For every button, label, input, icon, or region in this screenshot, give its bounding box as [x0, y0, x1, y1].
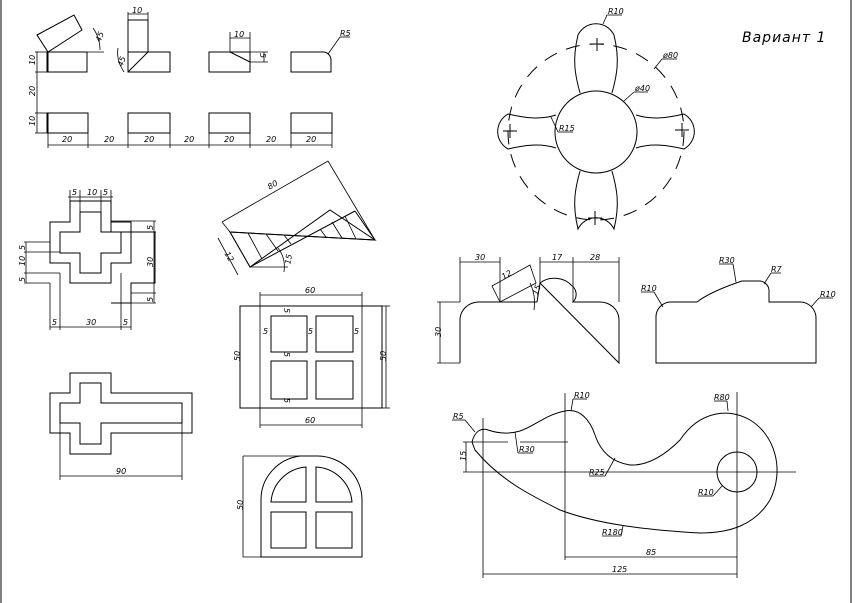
- dim-cross-long-width: 90: [116, 467, 126, 476]
- dim-arch-height: 50: [236, 500, 245, 510]
- dim-profile-b-r30: R30: [719, 256, 735, 265]
- dim-gap-1: 5: [282, 308, 291, 313]
- dim-cross-bottom-3: 5: [123, 318, 128, 327]
- dim-hook-r180: R180: [602, 528, 623, 537]
- dim-hook-r80: R80: [714, 393, 730, 402]
- dim-window-left: 50: [233, 351, 242, 361]
- dim-bottom-6: 20: [266, 135, 276, 144]
- dim-hook-85: 85: [646, 548, 656, 557]
- dim-window-right: 50: [379, 351, 388, 361]
- dim-left-2: 20: [28, 86, 37, 96]
- dim-gap-5: 5: [282, 352, 291, 357]
- dim-hook-r5: R5: [453, 412, 464, 421]
- dim-bottom-2: 20: [104, 135, 114, 144]
- dim-bottom-7: 20: [306, 135, 316, 144]
- dim-gap-2: 5: [263, 327, 268, 336]
- dim-bottom-5: 20: [224, 135, 234, 144]
- dim-circle-d40: ø40: [634, 84, 650, 93]
- dim-cross-top-3: 5: [103, 188, 108, 197]
- arched-window-part: 50: [236, 455, 363, 558]
- dim-bottom-3: 20: [144, 135, 154, 144]
- dim-profile-a-w1: 30: [475, 253, 485, 262]
- dim-hook-r10-top: R10: [574, 391, 590, 400]
- dim-profile-b-r7: R7: [771, 265, 783, 274]
- hook-part: 15 85 125 R5 R10 R30 R25 R80 R10 R180: [452, 391, 796, 578]
- dim-angle-2: 45: [116, 55, 128, 68]
- dim-notch: 10: [132, 6, 142, 15]
- dim-cross-bottom-2: 30: [86, 318, 96, 327]
- dim-hook-r10-hole: R10: [698, 488, 714, 497]
- dim-gap-6: 5: [282, 398, 291, 403]
- dim-cross-bottom-1: 5: [52, 318, 57, 327]
- dim-cross-left-2: 10: [18, 256, 27, 266]
- dim-circle-r10: R10: [608, 7, 624, 16]
- dim-cross-right-2: 30: [146, 257, 155, 267]
- dim-hook-r25: R25: [589, 468, 605, 477]
- dim-chamfer-h: 5: [258, 53, 267, 58]
- wedge-part: 80 12 15: [217, 160, 377, 276]
- dim-radius-r5: R5: [340, 29, 351, 38]
- dim-hook-125: 125: [612, 565, 627, 574]
- dim-profile-a-tilt: 12: [500, 269, 513, 282]
- circle-part: R10 ø80 ø40 R15: [497, 7, 695, 231]
- dim-gap-4: 5: [354, 327, 359, 336]
- dim-hook-r30: R30: [519, 445, 535, 454]
- dim-profile-b-r-left: R10: [641, 284, 657, 293]
- dim-profile-a-angle: 15: [531, 283, 543, 296]
- dim-cross-left-1: 5: [18, 245, 27, 250]
- dim-window-top: 60: [305, 286, 315, 295]
- window-part: 60 60 50 50 5 5 5 5 5 5: [233, 286, 390, 428]
- dim-cross-left-3: 5: [18, 277, 27, 282]
- dim-wedge-length: 80: [266, 179, 279, 192]
- long-cross-part: 90: [49, 372, 193, 480]
- dim-gap-3: 5: [308, 327, 313, 336]
- dim-bottom-4: 20: [184, 135, 194, 144]
- dim-window-bottom: 60: [305, 416, 315, 425]
- dim-cross-right-3: 5: [146, 297, 155, 302]
- dim-cross-top-2: 10: [87, 188, 97, 197]
- dim-angle-1: 45: [94, 30, 106, 43]
- dim-profile-a-w3: 28: [590, 253, 600, 262]
- cross-frame: 5 10 5 5 10 5 5 30 5 5 30 5: [18, 188, 156, 330]
- profile-b-part: R10 R30 R7 R10: [641, 256, 836, 364]
- profile-a-part: 30 30 17 28 12 15: [434, 253, 620, 365]
- dim-profile-b-r-right: R10: [820, 290, 836, 299]
- dim-wedge-angle: 15: [283, 253, 294, 265]
- dim-chamfer-w: 10: [234, 30, 244, 39]
- dim-wedge-width: 12: [223, 250, 236, 263]
- dim-hook-15: 15: [459, 451, 468, 461]
- dim-profile-a-height: 30: [434, 327, 443, 337]
- dim-cross-right-1: 5: [146, 225, 155, 230]
- dim-circle-d80: ø80: [662, 51, 678, 60]
- dim-left-1: 10: [28, 55, 37, 65]
- dim-bottom-1: 20: [62, 135, 72, 144]
- dim-circle-r15: R15: [559, 124, 575, 133]
- dim-cross-top-1: 5: [72, 188, 77, 197]
- dim-profile-a-w2: 17: [552, 253, 563, 262]
- variant-title: Вариант 1: [742, 30, 826, 46]
- blocks-row: 45 10 45 10 5 R5 10 20 10: [28, 6, 351, 148]
- dim-left-3: 10: [28, 116, 37, 126]
